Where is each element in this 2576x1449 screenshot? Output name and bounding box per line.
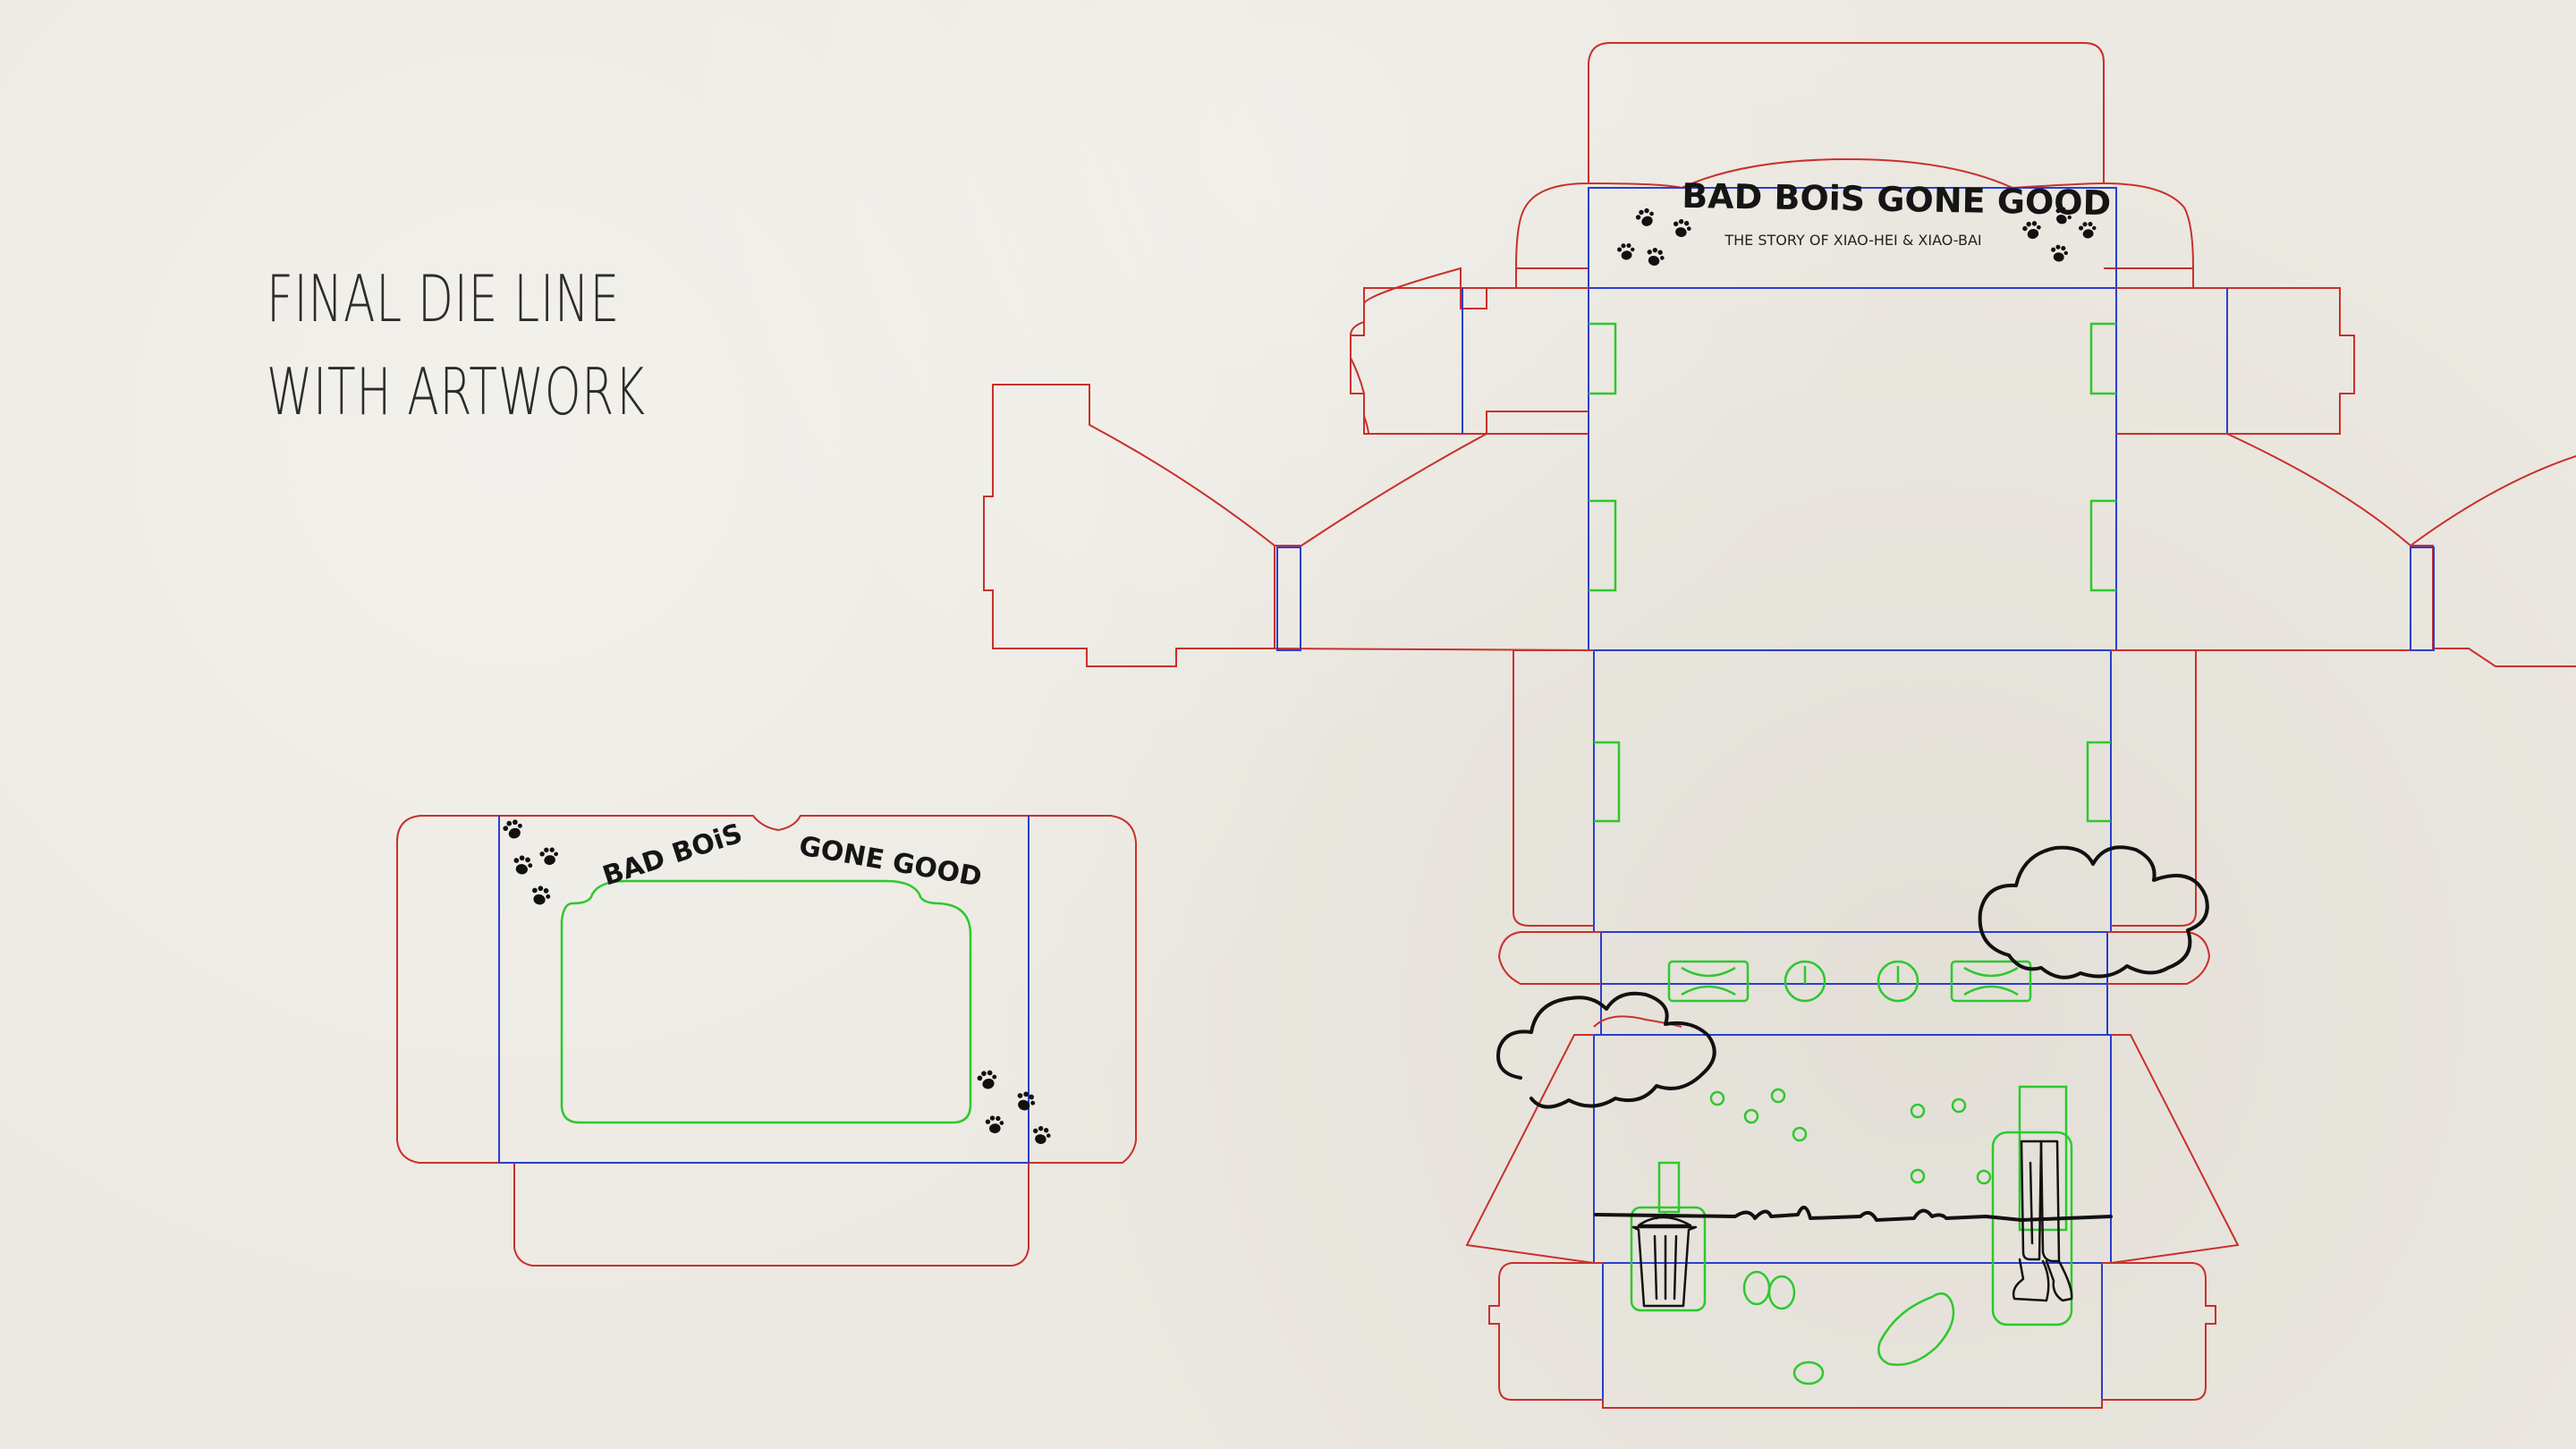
lid-slot-tabs — [1589, 322, 2116, 592]
small-box-window — [560, 879, 972, 1124]
grass-icon — [1594, 1206, 2113, 1222]
front-window-cutouts — [1630, 1085, 2073, 1385]
small-box-dieline: BAD BOiS GONE GOOD — [396, 815, 1137, 1267]
lid-main-panel — [1588, 287, 2117, 651]
wall-slot-tabs — [1594, 741, 2111, 823]
right-wing-flap — [2116, 433, 2576, 667]
hanger-left-ear — [1497, 931, 1601, 985]
small-box-brand-right: GONE GOOD — [797, 830, 985, 893]
upper-left-side-flap — [1350, 267, 1589, 435]
right-wing-upper — [2410, 455, 2576, 547]
wall-right-tab — [2111, 649, 2197, 927]
bottom-panel — [1602, 1262, 2103, 1409]
trash-can-icon — [1631, 1213, 1698, 1308]
front-right-flap — [2110, 1034, 2240, 1264]
large-box-subtitle: THE STORY OF XIAO-HEI & XIAO-BAI — [1724, 232, 1981, 249]
left-wing-fold — [1276, 547, 1301, 651]
large-box-brand: BAD BOiS GONE GOOD — [1682, 176, 2112, 223]
legs-icon — [2012, 1140, 2073, 1302]
hanger-cutouts — [1667, 960, 2032, 1003]
lid-top-tab — [1514, 42, 2195, 269]
wall-panel — [1593, 649, 2112, 933]
lid-top-arch — [1588, 157, 2105, 190]
title-line-2: WITH ARTWORK — [267, 354, 646, 429]
bottom-outline — [1488, 1262, 2216, 1409]
left-wing-flap — [983, 384, 1589, 667]
upper-right-side-flap — [2116, 287, 2355, 435]
page-title: FINAL DIE LINE WITH ARTWORK — [267, 252, 646, 438]
hanger-right-ear — [2107, 931, 2211, 985]
title-line-1: FINAL DIE LINE — [267, 261, 620, 336]
cloud-icon — [1978, 845, 2209, 979]
small-box-cut-outline — [396, 815, 1137, 1267]
wall-left-tab — [1513, 649, 1594, 927]
large-box-dieline: BAD BOiS GONE GOOD THE STORY OF XIAO-HEI… — [983, 42, 2576, 1409]
cloud-icon — [1496, 991, 1716, 1109]
right-wing-fold — [2410, 547, 2435, 651]
upper-left-side-flap-outline — [1350, 287, 1487, 435]
front-left-flap — [1465, 1034, 1595, 1264]
front-cut-detail — [1593, 1015, 1682, 1028]
